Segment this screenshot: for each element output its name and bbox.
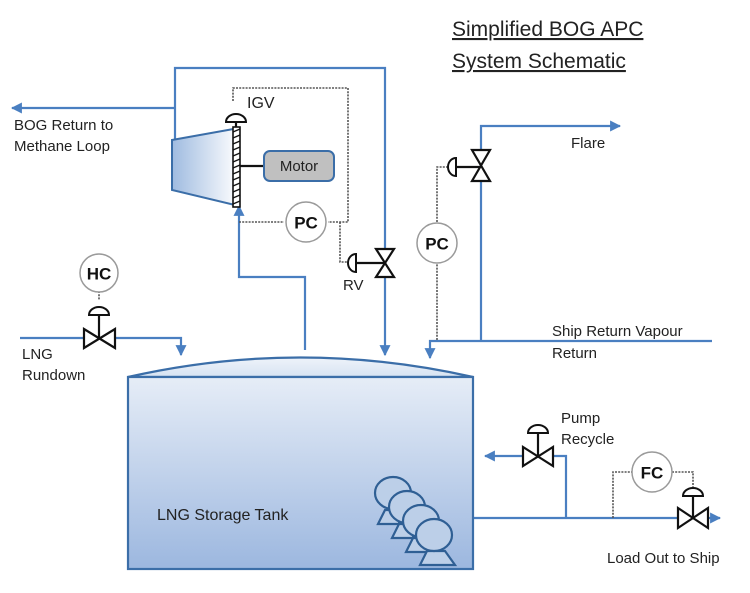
svg-text:PC: PC <box>294 214 318 233</box>
pc-to-rv-signal <box>339 222 356 263</box>
pump-recycle-pipe <box>483 450 568 518</box>
title-line-2: System Schematic <box>452 50 626 73</box>
pc-compressor-instrument[interactable]: PC <box>285 201 327 243</box>
flare-label: Flare <box>571 135 605 152</box>
rundown-control-valve[interactable] <box>82 306 117 350</box>
flare-pipe <box>479 120 622 340</box>
motor <box>263 150 335 182</box>
pc-flare-instrument[interactable]: PC <box>416 222 458 264</box>
recycle-valve-actuator-icon <box>526 424 550 434</box>
compressor-suction-pipe <box>233 204 307 350</box>
flare-control-valve[interactable] <box>447 148 492 183</box>
rundown-valve-body-icon <box>82 327 117 350</box>
pump-recycle-label-line-2: Recycle <box>561 431 614 448</box>
bog-return-label-line-2: Methane Loop <box>14 138 110 155</box>
in-tank-pumps <box>373 475 458 567</box>
title-line-1: Simplified BOG APC <box>452 18 643 41</box>
rv-recycle-valve[interactable] <box>347 247 397 279</box>
rundown-valve-actuator-icon <box>87 306 111 316</box>
pump-recycle-label-line-1: Pump <box>561 410 600 427</box>
diagram-title: Simplified BOG APC System Schematic <box>452 18 643 73</box>
pc-to-igv-signal <box>232 87 349 223</box>
tank-dome <box>127 356 474 379</box>
rv-label: RV <box>343 277 364 294</box>
loadout-control-valve[interactable] <box>676 487 710 531</box>
recycle-valve-body-icon <box>521 445 555 468</box>
motor-label: Motor <box>280 158 318 175</box>
ship-return-vapour-pipe <box>424 339 712 360</box>
fc-loadout-instrument[interactable]: FC <box>631 451 673 493</box>
loadout-valve-actuator-icon <box>681 487 705 497</box>
igv-hatch <box>232 128 241 205</box>
rv-actuator-icon <box>347 252 357 274</box>
lng-rundown-label-line-2: Rundown <box>22 367 85 384</box>
pc-to-flare-valve-signal <box>436 166 447 222</box>
load-out-label: Load Out to Ship <box>607 550 720 567</box>
flare-valve-actuator-icon <box>447 156 457 178</box>
ship-return-label-line-1: Ship Return Vapour <box>552 323 683 340</box>
compressor-bypass-pipe <box>173 66 391 357</box>
ship-return-label-line-2: Return <box>552 345 597 362</box>
fc-sense-signal <box>612 471 632 518</box>
lng-rundown-pipe <box>20 336 187 357</box>
igv-label: IGV <box>247 95 275 112</box>
bog-return-label-line-1: BOG Return to <box>14 117 113 134</box>
hc-rundown-instrument[interactable]: HC <box>79 253 119 293</box>
bog-compressor: IGV Motor <box>171 95 335 208</box>
pump-recycle-valve[interactable] <box>521 424 555 468</box>
svg-text:FC: FC <box>641 464 664 483</box>
pump-icon <box>414 517 458 567</box>
tank-label: LNG Storage Tank <box>157 507 289 524</box>
fc-to-valve-signal <box>672 471 694 487</box>
loadout-valve-body-icon <box>676 505 710 531</box>
svg-text:PC: PC <box>425 235 449 254</box>
igv-actuator-icon <box>224 113 248 123</box>
rv-valve-body-icon <box>373 247 397 279</box>
flare-valve-body-icon <box>470 148 492 183</box>
lng-rundown-label-line-1: LNG <box>22 346 53 363</box>
svg-text:HC: HC <box>87 265 112 284</box>
compressor-body <box>171 126 240 208</box>
